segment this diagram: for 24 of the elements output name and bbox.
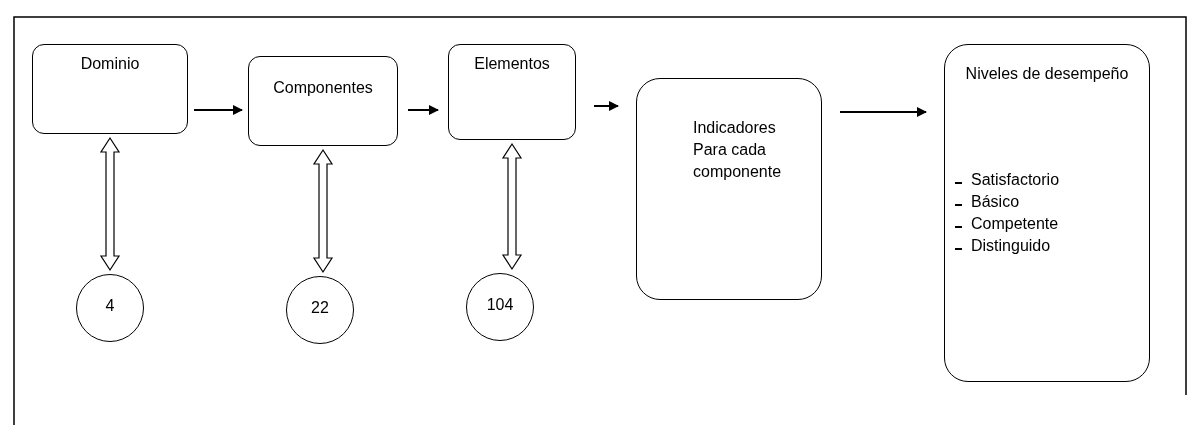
list-item: Competente (971, 215, 1059, 233)
double-arrow (501, 142, 523, 271)
process-box (944, 44, 1150, 382)
arrow (407, 105, 439, 115)
double-arrow (312, 148, 334, 274)
arrow (839, 107, 927, 117)
box-label: Componentes (272, 79, 374, 97)
list-item: Básico (971, 193, 1020, 211)
process-box (636, 78, 822, 300)
arrow (593, 101, 619, 111)
list-item: Distinguido (971, 237, 1051, 255)
list-item: Satisfactorio (971, 171, 1060, 189)
box-label: Indicadores Para cada componente (693, 118, 783, 182)
process-box (32, 44, 188, 134)
double-arrow (99, 136, 121, 272)
count-value: 22 (310, 299, 330, 317)
process-box (248, 56, 398, 146)
box-label: Dominio (79, 55, 141, 73)
box-label: Elementos (473, 55, 551, 73)
process-box (448, 44, 576, 140)
count-value: 104 (485, 296, 515, 314)
arrow (193, 105, 243, 115)
count-value: 4 (104, 297, 116, 315)
box-title: Niveles de desempeño (964, 64, 1130, 84)
